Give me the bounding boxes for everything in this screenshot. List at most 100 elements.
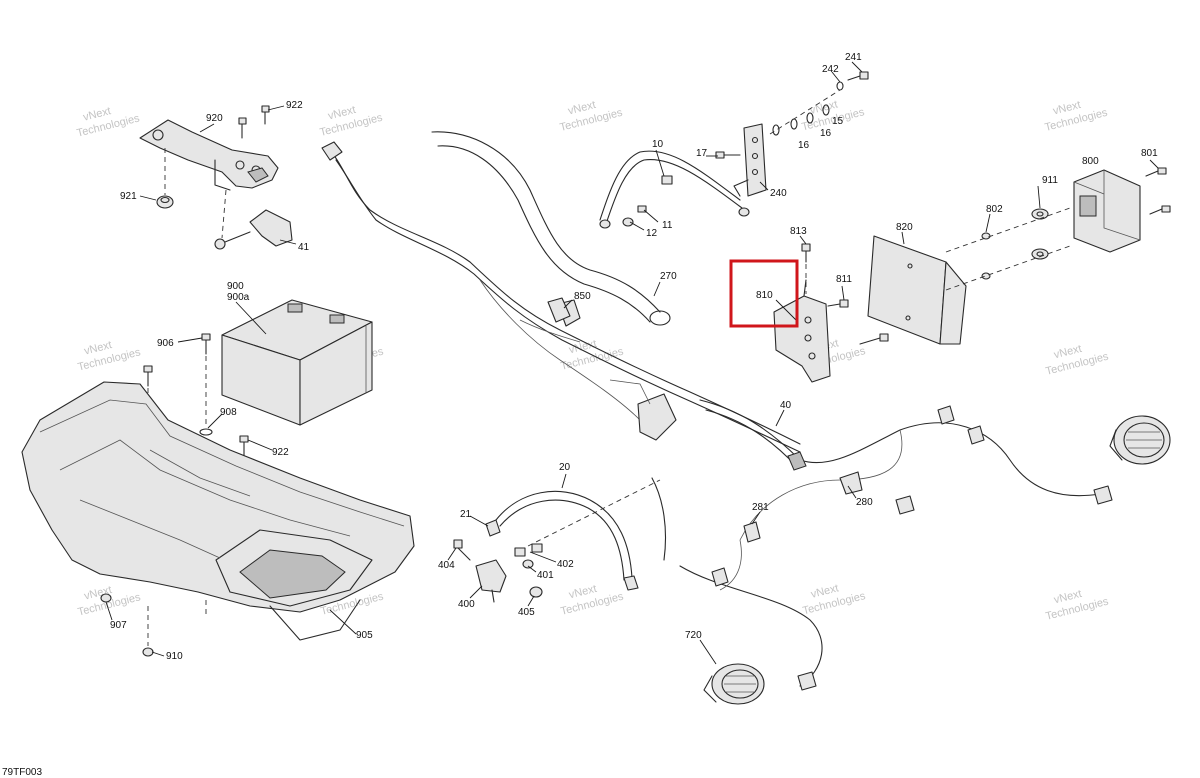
- callout-11: 11: [662, 220, 673, 231]
- callout-908: 908: [220, 407, 237, 418]
- callout-40: 40: [780, 400, 792, 411]
- callout-402: 402: [557, 559, 574, 570]
- callout-820: 820: [896, 222, 913, 233]
- callout-920: 920: [206, 113, 223, 124]
- callout-labels: 241 242 15 16 16 920 922 10 17 921 41 11…: [110, 52, 1158, 662]
- part-405-nut: [529, 586, 543, 598]
- part-10-cable: [599, 150, 750, 229]
- part-920-bracket: [139, 119, 279, 191]
- callout-242: 242: [822, 64, 839, 75]
- part-11-bolt: [637, 205, 647, 213]
- part-906-bolt: [143, 333, 211, 387]
- callout-401: 401: [537, 570, 554, 581]
- callout-921: 921: [120, 191, 137, 202]
- callout-922-lower: 922: [272, 447, 289, 458]
- part-280-harness: [679, 471, 915, 691]
- part-12-nut: [622, 217, 634, 227]
- callout-802: 802: [986, 204, 1003, 215]
- callout-240: 240: [770, 188, 787, 199]
- assembly-line: [519, 479, 661, 551]
- callout-922: 922: [286, 100, 303, 111]
- callout-905: 905: [356, 630, 373, 641]
- part-900-battery: [221, 299, 373, 426]
- callout-280: 280: [856, 497, 873, 508]
- callout-10: 10: [652, 139, 664, 150]
- part-907-nut: [100, 593, 112, 603]
- callout-270: 270: [660, 271, 677, 282]
- callout-20: 20: [559, 462, 571, 473]
- part-404-bolt: [453, 539, 471, 561]
- part-820-plate: [867, 235, 967, 345]
- part-241-bolt: [847, 71, 869, 81]
- assembly-line: [945, 207, 1071, 253]
- part-401-nut: [522, 559, 534, 569]
- callout-400: 400: [458, 599, 475, 610]
- callout-12: 12: [646, 228, 658, 239]
- part-850-connector: [547, 297, 571, 323]
- part-905-tray: [21, 381, 415, 641]
- callout-21: 21: [460, 509, 472, 520]
- callout-813: 813: [790, 226, 807, 237]
- callout-911: 911: [1042, 175, 1058, 186]
- part-17-bolt: [715, 151, 741, 159]
- callout-906: 906: [157, 338, 174, 349]
- part-242-washer: [836, 81, 844, 91]
- callout-15: 15: [832, 116, 844, 127]
- callout-900: 900: [227, 281, 244, 292]
- highlight-box-810: [729, 259, 799, 328]
- part-800-module: [1073, 169, 1141, 253]
- part-921-nut: [156, 195, 174, 209]
- callout-850: 850: [574, 291, 591, 302]
- callout-910: 910: [166, 651, 183, 662]
- part-41-cover: [214, 209, 293, 250]
- part-813-bolt: [801, 243, 811, 263]
- callout-404: 404: [438, 560, 455, 571]
- part-720-light-upper: [1109, 415, 1171, 465]
- part-270-hose: [431, 131, 671, 326]
- part-922-bolt-lower: [239, 435, 249, 457]
- part-811-bolt: [827, 299, 889, 345]
- callout-800: 800: [1082, 156, 1099, 167]
- part-20-cable: [495, 477, 666, 591]
- callout-16b: 16: [820, 128, 832, 139]
- callout-720: 720: [685, 630, 702, 641]
- callout-241: 241: [845, 52, 862, 63]
- part-908-washer: [199, 428, 213, 436]
- callout-907: 907: [110, 620, 127, 631]
- part-harness-main: [321, 141, 801, 453]
- callout-801: 801: [1141, 148, 1158, 159]
- assembly-line: [945, 245, 1071, 291]
- figure-code: 79TF003: [2, 767, 42, 778]
- callout-811: 811: [836, 274, 852, 285]
- callout-41: 41: [298, 242, 310, 253]
- assembly-line: [769, 89, 841, 135]
- assembly-line: [221, 189, 227, 239]
- callout-281: 281: [752, 502, 769, 513]
- callout-900a: 900a: [227, 292, 250, 303]
- part-40-harness: [699, 399, 1113, 541]
- part-922-bolt: [238, 105, 270, 139]
- part-802-nut: [981, 232, 991, 280]
- part-911-grommet: [1031, 208, 1049, 260]
- callout-810: 810: [756, 290, 773, 301]
- callout-16: 16: [798, 140, 810, 151]
- part-910-nut: [142, 647, 154, 657]
- callout-17: 17: [696, 148, 708, 159]
- part-810-bracket: [773, 279, 831, 383]
- part-400-relay: [475, 543, 543, 603]
- part-240-bracket: [733, 123, 767, 197]
- leader-lines: [105, 61, 1159, 665]
- part-21-terminal: [485, 519, 501, 537]
